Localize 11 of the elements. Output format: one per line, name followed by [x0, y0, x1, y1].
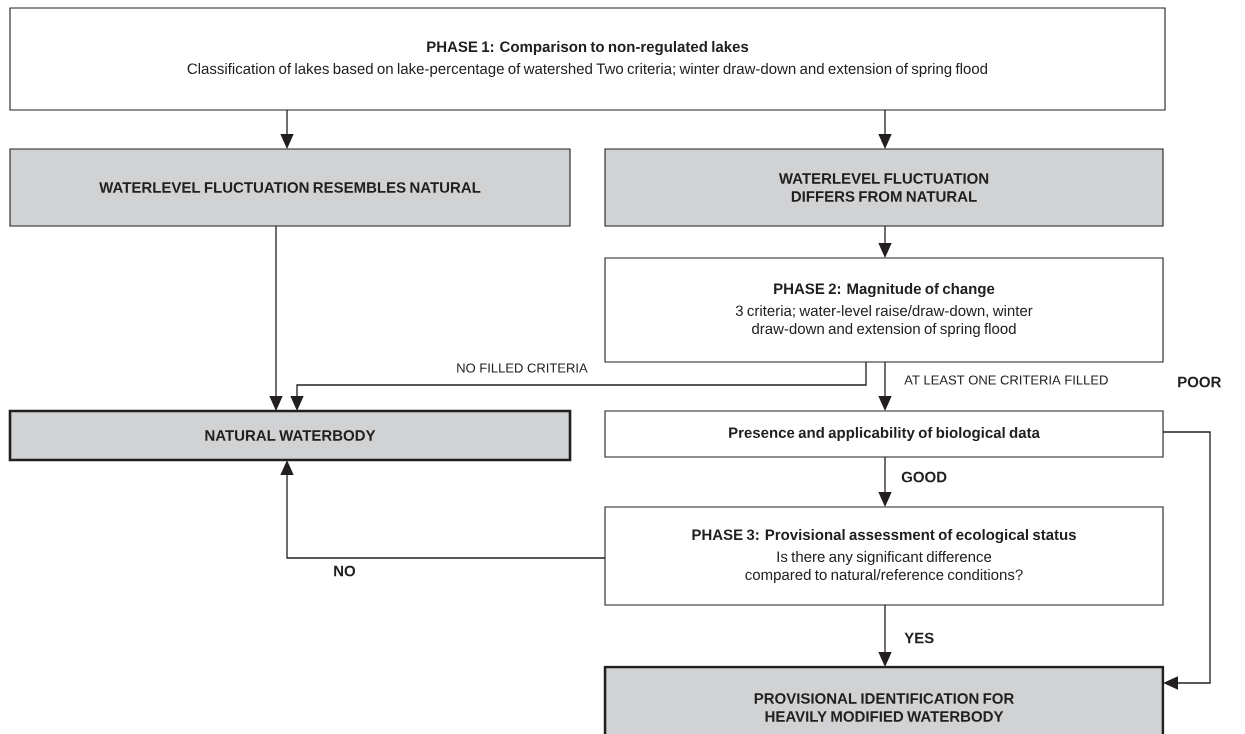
edge-label: NO FILLED CRITERIA: [455, 362, 589, 374]
edge-label: AT LEAST ONE CRITERIA FILLED: [903, 374, 1110, 386]
arrow: [1162, 431, 1211, 690]
decision-box: Presence and applicability of biological data: [604, 410, 1164, 458]
phase-box: PHASE 3: Provisional assessment of ecological status Is there any significant difference compared to natural/reference conditions?: [604, 506, 1164, 606]
phase-box: PHASE 2: Magnitude of change 3 criteria; water-level raise/draw-down, winter draw-down and extension of spring flood: [604, 257, 1164, 363]
outcome-box: WATERLEVEL FLUCTUATION RESEMBLES NATURAL: [9, 148, 571, 227]
outcome-box: NATURAL WATERBODY: [8, 409, 572, 462]
outcome-box: WATERLEVEL FLUCTUATION DIFFERS FROM NATURAL: [604, 148, 1164, 227]
phase-box: PHASE 1: Comparison to non-regulated lakes Classification of lakes based on lake-percentage of watershed Two criteria; winter draw-down and extension of spring flood: [9, 7, 1166, 111]
outcome-box: PROVISIONAL IDENTIFICATION FOR HEAVILY MODIFIED WATERBODY: [603, 665, 1165, 734]
